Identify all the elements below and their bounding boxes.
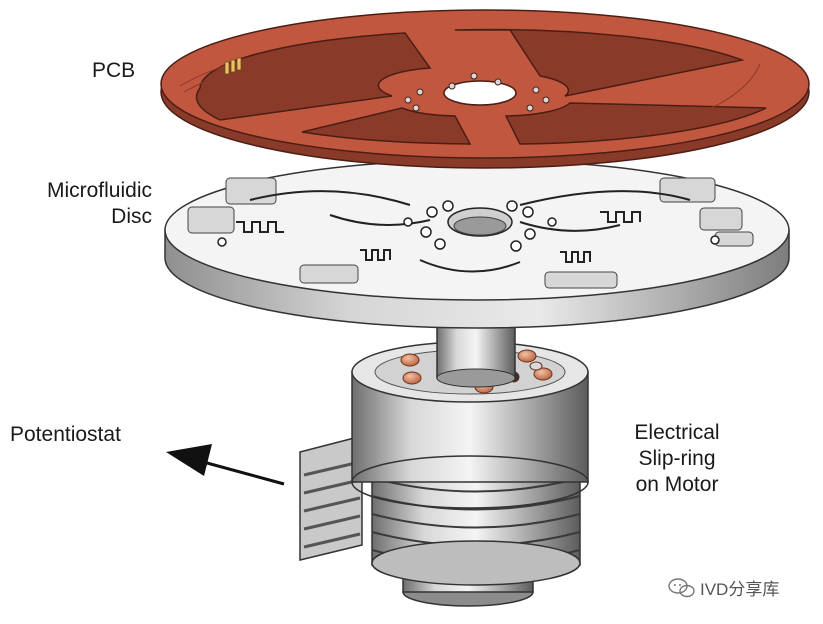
- wechat-icon: [668, 578, 695, 598]
- potentiostat-arrow: [166, 444, 285, 486]
- pcb-holes: [404, 72, 550, 112]
- microfluidic-disc-label: Microfluidic Disc: [16, 178, 152, 230]
- disc-chambers: [187, 177, 754, 289]
- motor: [299, 317, 589, 607]
- pcb-traces: [179, 37, 761, 131]
- pcb: [160, 9, 810, 169]
- pcb-label: PCB: [92, 59, 136, 82]
- disc-channels: [236, 190, 691, 273]
- disc-label-line2: Disc: [111, 205, 152, 228]
- microfluidic-disc: [164, 159, 790, 329]
- pcb-header-pins: [224, 57, 242, 75]
- slip-label-line2: Slip-ring: [638, 447, 716, 470]
- potentiostat-label: Potentiostat: [10, 423, 121, 446]
- disc-electrodes: [217, 200, 720, 252]
- slip-ring-contacts: [400, 349, 553, 394]
- watermark: IVD分享库: [668, 575, 779, 600]
- connector-bracket: [299, 435, 363, 561]
- watermark-text: IVD分享库: [700, 580, 780, 599]
- slip-label-line3: on Motor: [635, 473, 719, 496]
- disc-label-line1: Microfluidic: [46, 179, 152, 202]
- slip-ring-label: Electrical Slip-ring on Motor: [612, 420, 742, 498]
- slip-label-line1: Electrical: [634, 421, 720, 444]
